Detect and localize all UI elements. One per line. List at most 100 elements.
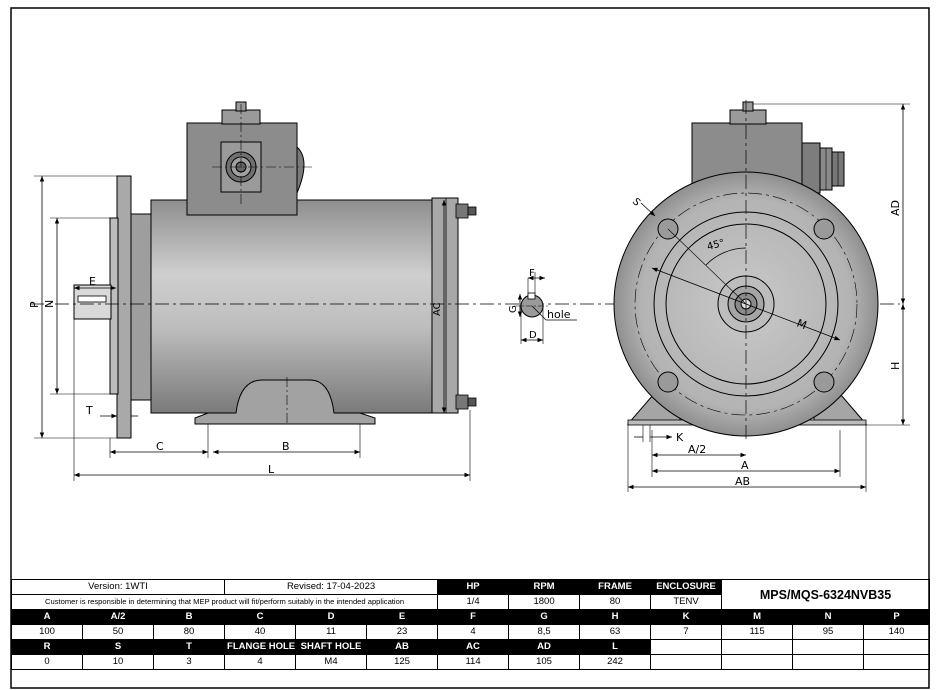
dim-value: 140 bbox=[863, 624, 931, 640]
disclaimer: Customer is responsible in determining t… bbox=[10, 594, 439, 610]
label-l: L bbox=[268, 463, 275, 476]
dim-value: M4 bbox=[295, 654, 368, 670]
flange-hole bbox=[657, 371, 679, 393]
dim-value: 95 bbox=[792, 624, 865, 640]
dim-header: H bbox=[579, 609, 652, 625]
dim-header: L bbox=[579, 639, 652, 655]
label-k: K bbox=[676, 431, 684, 444]
header-enclosure: ENCLOSURE bbox=[650, 579, 723, 595]
header-hp: HP bbox=[437, 579, 510, 595]
bearing-shield bbox=[130, 213, 152, 401]
dim-value: 125 bbox=[366, 654, 439, 670]
label-d: D bbox=[529, 330, 537, 341]
dim-value: 105 bbox=[508, 654, 581, 670]
label-t: T bbox=[85, 404, 93, 417]
flange-hole bbox=[813, 371, 835, 393]
empty-cell bbox=[863, 639, 931, 655]
version-cell: Version: 1WTI bbox=[10, 579, 226, 595]
dim-header: B bbox=[152, 609, 226, 625]
label-ac: AC bbox=[432, 302, 443, 316]
label-g: G bbox=[508, 305, 519, 313]
sheet-border bbox=[10, 7, 930, 689]
model-number: MPS/MQS-6324NVB35 bbox=[721, 579, 931, 610]
header-rpm: RPM bbox=[508, 579, 581, 595]
empty-cell bbox=[650, 654, 723, 670]
dim-value: 80 bbox=[152, 624, 226, 640]
label-f: F bbox=[529, 268, 535, 279]
dim-value: 7 bbox=[650, 624, 723, 640]
dim-value: 4 bbox=[224, 654, 297, 670]
label-b: B bbox=[282, 440, 290, 453]
dim-value: 3 bbox=[152, 654, 226, 670]
dim-value: 8,5 bbox=[508, 624, 581, 640]
label-a: A bbox=[741, 459, 749, 472]
dim-header: E bbox=[366, 609, 439, 625]
tie-bolt bbox=[455, 203, 469, 219]
dim-header: S bbox=[82, 639, 154, 655]
dim-header: R bbox=[11, 639, 83, 655]
spec-table: Version: 1WTI Revised: 17-04-2023 HP RPM… bbox=[10, 579, 931, 670]
value-rpm: 1800 bbox=[508, 594, 581, 610]
dim-header: AB bbox=[366, 639, 439, 655]
header-frame: FRAME bbox=[579, 579, 652, 595]
dim-header: T bbox=[152, 639, 226, 655]
disclaimer-row: Customer is responsible in determining t… bbox=[10, 594, 930, 610]
label-a2: A/2 bbox=[688, 443, 706, 456]
shaft-key bbox=[77, 295, 107, 303]
dim-header: AC bbox=[437, 639, 510, 655]
value-frame: 80 bbox=[579, 594, 652, 610]
dims-header-row-2: R S T FLANGE HOLE SHAFT HOLE AB AC AD L bbox=[11, 639, 931, 655]
shaft-key-detail: F G D hole bbox=[508, 268, 577, 344]
dim-value: 63 bbox=[579, 624, 652, 640]
label-e: E bbox=[89, 275, 96, 288]
label-angle: 45° bbox=[706, 238, 726, 253]
dim-value: 4 bbox=[437, 624, 510, 640]
dim-value: 100 bbox=[11, 624, 83, 640]
empty-cell bbox=[792, 639, 865, 655]
label-hole: hole bbox=[547, 308, 571, 321]
side-view: P N E T C B L AC bbox=[28, 101, 900, 481]
label-h: H bbox=[889, 362, 902, 370]
dim-header: F bbox=[437, 609, 510, 625]
dim-value: 40 bbox=[224, 624, 297, 640]
dims-value-row-1: 100 50 80 40 11 23 4 8,5 63 7 115 95 140 bbox=[11, 624, 931, 640]
dim-value: 242 bbox=[579, 654, 652, 670]
dim-value: 115 bbox=[721, 624, 794, 640]
dim-header: FLANGE HOLE bbox=[224, 639, 297, 655]
dim-header: M bbox=[721, 609, 794, 625]
label-p: P bbox=[28, 301, 41, 308]
dim-header: K bbox=[650, 609, 723, 625]
empty-cell bbox=[650, 639, 723, 655]
flange bbox=[116, 175, 132, 439]
dim-value: 50 bbox=[82, 624, 154, 640]
front-view: M 45° S AD H K A/2 A AB bbox=[613, 100, 910, 492]
mounting-foot bbox=[194, 379, 376, 425]
dim-value: 0 bbox=[11, 654, 83, 670]
dim-header: A/2 bbox=[82, 609, 154, 625]
dim-value: 10 bbox=[82, 654, 154, 670]
label-c: C bbox=[156, 440, 164, 453]
value-hp: 1/4 bbox=[437, 594, 510, 610]
label-ad: AD bbox=[889, 200, 902, 216]
dim-header: N bbox=[792, 609, 865, 625]
tie-bolt bbox=[455, 394, 469, 410]
bolt-circle bbox=[634, 192, 858, 416]
dim-header: G bbox=[508, 609, 581, 625]
empty-cell bbox=[863, 654, 931, 670]
dim-header: AD bbox=[508, 639, 581, 655]
dim-header: SHAFT HOLE bbox=[295, 639, 368, 655]
label-s: S bbox=[630, 196, 642, 208]
dims-header-row-1: A A/2 B C D E F G H K M N P bbox=[11, 609, 931, 625]
dim-value: 114 bbox=[437, 654, 510, 670]
value-enclosure: TENV bbox=[650, 594, 723, 610]
label-n: N bbox=[43, 300, 56, 308]
label-m: M bbox=[795, 317, 809, 333]
dims-value-row-2: 0 10 3 4 M4 125 114 105 242 bbox=[11, 654, 931, 670]
dim-header: P bbox=[863, 609, 931, 625]
empty-cell bbox=[721, 654, 794, 670]
label-ab: AB bbox=[735, 475, 750, 488]
dim-header: C bbox=[224, 609, 297, 625]
dim-value: 23 bbox=[366, 624, 439, 640]
